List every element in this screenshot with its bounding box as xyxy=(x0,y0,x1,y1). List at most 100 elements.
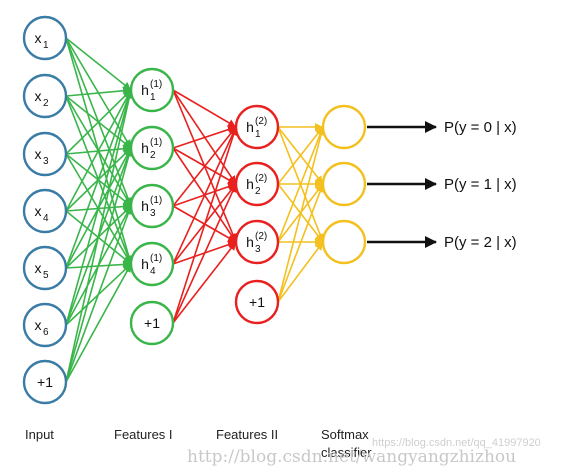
features1-node-superscript: (1) xyxy=(150,79,162,90)
features1-node-superscript: (1) xyxy=(150,137,162,148)
input-node-subscript: 3 xyxy=(43,156,49,167)
softmax-node-2 xyxy=(321,161,367,207)
features2-node-subscript: 1 xyxy=(255,129,261,140)
features1-node-superscript: (1) xyxy=(150,253,162,264)
features1-node-label: +1 xyxy=(144,315,160,331)
edge-features1-4-to-features2-0 xyxy=(172,126,238,324)
features2-node-label: h xyxy=(246,119,254,135)
features1-node-circle xyxy=(129,241,175,287)
features2-node-circle xyxy=(234,104,280,150)
features2-node-superscript: (2) xyxy=(255,231,267,242)
softmax-node-circle xyxy=(321,219,367,265)
input-node-circle xyxy=(22,131,68,177)
features2-node-subscript: 3 xyxy=(255,244,261,255)
features1-node-4: h(1) 4 xyxy=(129,241,175,287)
connection-edges xyxy=(65,37,325,383)
edge-features1-4-to-features2-1 xyxy=(172,183,237,324)
output-labels: P(y = 0 | x) P(y = 1 | x) P(y = 2 | x) xyxy=(367,119,517,251)
edge-input-4-to-features1-0 xyxy=(65,90,133,269)
edge-features1-0-to-features2-1 xyxy=(172,89,237,184)
features2-node-4: +1 xyxy=(234,279,280,325)
input-node-label: x xyxy=(35,203,42,219)
edge-features1-0-to-features2-0 xyxy=(172,89,236,128)
features2-node-circle xyxy=(234,279,280,325)
features2-node-superscript: (2) xyxy=(255,116,267,127)
watermark: https://blog.csdn.net/qq_41997920 http:/… xyxy=(187,437,541,466)
edge-features2-1-to-softmax-0 xyxy=(277,126,324,185)
edge-features1-4-to-features2-2 xyxy=(172,242,237,324)
features2-node-circle xyxy=(234,219,280,265)
features1-node-superscript: (1) xyxy=(150,195,162,206)
caption-features-2: Features II xyxy=(216,427,278,442)
edge-input-0-to-features1-0 xyxy=(65,37,132,91)
features2-node-label: +1 xyxy=(249,294,265,310)
features2-node-1: h(2) 1 xyxy=(234,104,280,150)
features1-node-5: +1 xyxy=(129,300,175,346)
input-node-circle xyxy=(22,15,68,61)
features2-node-label: h xyxy=(246,176,254,192)
features1-node-subscript: 1 xyxy=(150,92,156,103)
features1-node-3: h(1) 3 xyxy=(129,183,175,229)
input-node-circle xyxy=(22,73,68,119)
watermark-main: http://blog.csdn.net/wangyangzhizhou xyxy=(187,447,516,466)
features1-node-1: h(1) 1 xyxy=(129,67,175,113)
features1-node-subscript: 2 xyxy=(150,150,156,161)
input-node-label: +1 xyxy=(37,374,53,390)
edge-features2-3-to-softmax-1 xyxy=(277,183,324,303)
features1-node-subscript: 3 xyxy=(150,208,156,219)
edge-features2-3-to-softmax-2 xyxy=(277,242,324,303)
features2-node-label: h xyxy=(246,234,254,250)
output-label-2: P(y = 2 | x) xyxy=(444,234,517,251)
input-node-subscript: 4 xyxy=(43,213,49,224)
features2-node-subscript: 2 xyxy=(255,186,261,197)
edge-input-2-to-features1-0 xyxy=(65,90,131,155)
softmax-node-circle xyxy=(321,104,367,150)
edge-features1-1-to-features2-0 xyxy=(172,125,236,149)
softmax-node-1 xyxy=(321,104,367,150)
edge-features2-2-to-softmax-0 xyxy=(277,127,324,243)
features1-node-circle xyxy=(129,300,175,346)
edge-input-6-to-features1-0 xyxy=(65,89,134,383)
features1-node-2: h(1) 2 xyxy=(129,125,175,171)
features2-node-circle xyxy=(234,161,280,207)
caption-features-1: Features I xyxy=(114,427,173,442)
edge-features1-3-to-features2-0 xyxy=(172,126,237,265)
features1-node-circle xyxy=(129,67,175,113)
edge-features1-1-to-features2-1 xyxy=(172,147,237,185)
features1-node-subscript: 4 xyxy=(150,266,156,277)
features1-node-circle xyxy=(129,125,175,171)
output-label-0: P(y = 0 | x) xyxy=(444,119,517,136)
input-node-subscript: 2 xyxy=(43,98,49,109)
input-node-subscript: 1 xyxy=(43,40,49,51)
features1-node-label: h xyxy=(141,82,149,98)
input-node-label: x xyxy=(35,260,42,276)
edge-input-6-to-features1-1 xyxy=(65,147,133,383)
caption-softmax-line2: classifier xyxy=(321,445,372,460)
features2-node-2: h(2)2 xyxy=(234,161,280,207)
features1-node-label: h xyxy=(141,256,149,272)
input-node-circle xyxy=(22,188,68,234)
features2-node-3: h(2) 3 xyxy=(234,219,280,265)
edge-input-3-to-features1-0 xyxy=(65,89,132,212)
features1-node-label: h xyxy=(141,140,149,156)
edge-input-1-to-features1-0 xyxy=(65,86,131,97)
input-node-circle xyxy=(22,245,68,291)
input-node-label: x xyxy=(35,317,42,333)
caption-input: Input xyxy=(25,427,54,442)
input-node-7: +1 xyxy=(22,359,68,405)
layer-captions: Input Features I Features II Softmax cla… xyxy=(25,427,372,460)
features1-node-label: h xyxy=(141,198,149,214)
softmax-node-3 xyxy=(321,219,367,265)
edge-features2-3-to-softmax-0 xyxy=(277,126,325,303)
watermark-secondary: https://blog.csdn.net/qq_41997920 xyxy=(372,437,541,449)
input-node-label: x xyxy=(35,30,42,46)
output-label-1: P(y = 1 | x) xyxy=(444,176,517,193)
edge-input-6-to-features1-3 xyxy=(65,264,132,383)
